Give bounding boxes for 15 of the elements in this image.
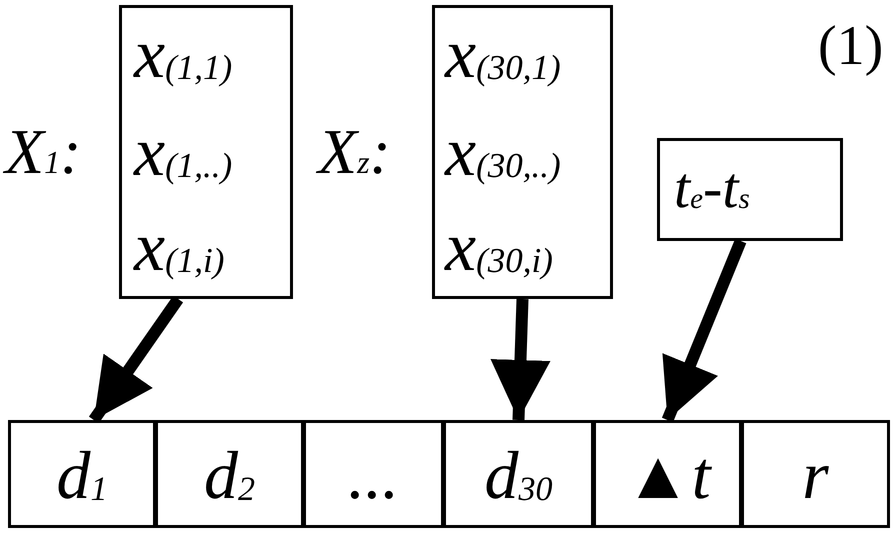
cell-text: ...	[347, 441, 400, 509]
table-cell	[593, 420, 742, 528]
arrow	[490, 298, 550, 420]
table-cell	[8, 420, 156, 528]
time-box	[657, 138, 843, 241]
table-cell	[443, 420, 594, 528]
cell-text: r	[801, 441, 830, 509]
table-cell	[741, 420, 890, 528]
table-cell	[303, 420, 444, 528]
arrow	[662, 238, 746, 422]
equation-number: (1)	[818, 18, 884, 74]
table-cell	[155, 420, 304, 528]
data-box	[119, 5, 293, 299]
cell-text: ▲t	[623, 441, 713, 509]
data-box	[432, 5, 613, 299]
